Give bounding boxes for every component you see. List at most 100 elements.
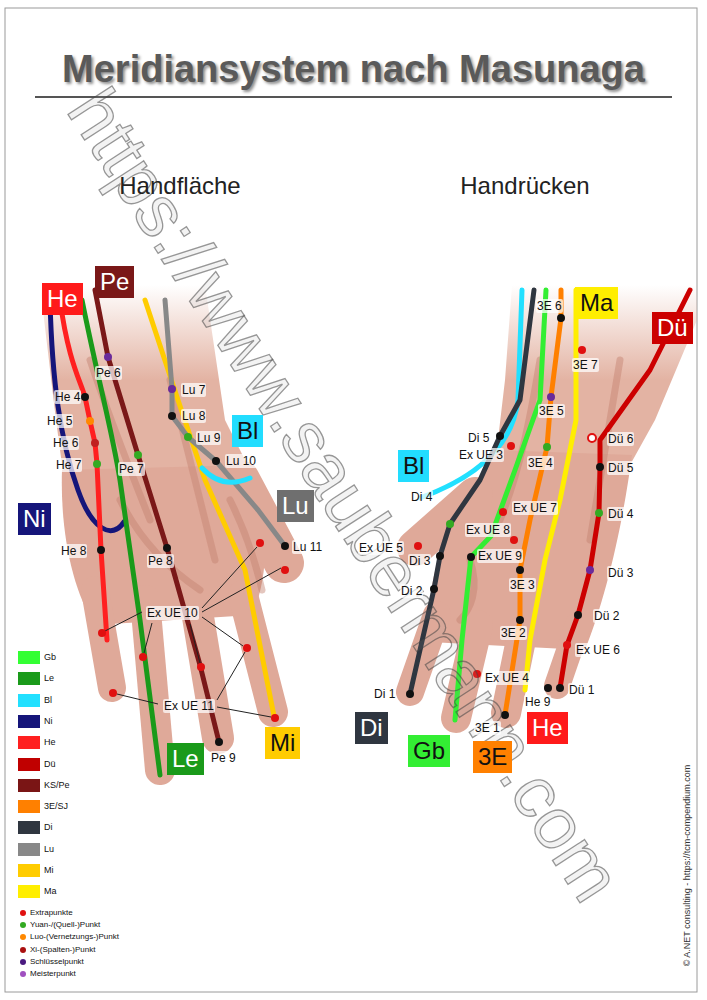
meridian-name: Ni — [23, 505, 46, 533]
meridian-name: He — [532, 714, 563, 742]
meridian-tag: Gb — [408, 735, 450, 767]
meridian-name: Le — [172, 745, 199, 773]
legend-text: Lu — [44, 843, 54, 856]
acupoint-label: He 4 — [54, 390, 81, 404]
legend-text: He — [44, 736, 56, 749]
acupoint-label: Ex UE 8 — [465, 523, 511, 537]
acupoint-label: Pe 8 — [147, 554, 174, 568]
acupoint-label: Pe 9 — [210, 751, 237, 765]
view-heading: Handfläche — [119, 172, 240, 200]
legend-swatch — [18, 694, 40, 707]
meridian-tag: Bl — [232, 415, 263, 447]
acupoint-label: Di 5 — [467, 431, 490, 445]
acupoint-label: Ex UE 4 — [484, 671, 530, 685]
legend-swatch — [18, 715, 40, 728]
acupoint-label: He 5 — [46, 414, 73, 428]
legend-dot — [20, 947, 26, 953]
meridian-name: Mi — [270, 729, 295, 757]
acupoint-label: 3E 6 — [536, 299, 563, 313]
leader-lines — [105, 547, 281, 717]
meridian-name: Di — [360, 714, 383, 742]
acupoint-label: Ex UE 9 — [477, 549, 523, 563]
acupoint-label: Ex UE 10 — [146, 606, 199, 620]
acupoint-label: Lu 7 — [181, 383, 206, 397]
acupoint-label: Ex UE 7 — [512, 501, 558, 515]
legend-swatch — [18, 864, 40, 877]
meridian-name: 3E — [478, 743, 507, 771]
legend-text: Xi-(Spalten-)Punkt — [30, 945, 95, 955]
meridian-name: He — [47, 285, 78, 313]
legend-dot — [20, 959, 26, 965]
legend-swatch — [18, 779, 40, 792]
legend-dot — [20, 971, 26, 977]
legend-swatch — [18, 885, 40, 898]
title-text: Meridiansystem nach Masunaga — [62, 46, 645, 92]
meridian-tag: Ma — [575, 287, 618, 319]
meridian-tag: 3E — [473, 741, 512, 773]
meridian-tag: Pe — [95, 266, 134, 298]
acupoint-label: Lu 11 — [292, 540, 323, 554]
meridian-tag: Ni — [18, 503, 51, 535]
meridian-name: Dü — [657, 314, 688, 342]
legend-text: Mi — [44, 864, 54, 877]
legend-text: KS/Pe — [44, 779, 70, 792]
acupoint-label: He 6 — [52, 436, 79, 450]
acupoint-label: 3E 4 — [527, 456, 554, 470]
acupoint-label: He 9 — [524, 695, 551, 709]
page-frame — [5, 8, 697, 992]
meridian-name: Ma — [580, 289, 613, 317]
acupoint-label: 3E 7 — [572, 358, 599, 372]
legend-dot — [20, 910, 26, 916]
legend-dot — [20, 922, 26, 928]
meridian-tag: He — [527, 712, 568, 744]
acupoint-label: Ex UE 5 — [358, 541, 404, 555]
legend-text: Yuan-/(Quell-)Punkt — [30, 920, 100, 930]
acupoint-label: Dü 2 — [593, 609, 620, 623]
meridian-name: Pe — [100, 268, 129, 296]
acupoint-label: 3E 1 — [474, 721, 501, 735]
legend-text: Extrapunkte — [30, 908, 73, 918]
legend-text: Ni — [44, 715, 53, 728]
acupoint-label: Ex UE 3 — [458, 448, 504, 462]
acupoint-label: Lu 10 — [225, 454, 257, 468]
acupoint-label: 3E 2 — [500, 626, 527, 640]
legend-text: Schlüsselpunkt — [30, 957, 84, 967]
legend-text: 3E/SJ — [44, 800, 68, 813]
meridian-name: Bl — [403, 452, 424, 480]
meridian-tag: Lu — [277, 490, 314, 522]
acupoint-label: Dü 6 — [607, 432, 634, 446]
legend-dot — [20, 934, 26, 940]
acupoint-label: Dü 3 — [607, 566, 634, 580]
legend-text: Di — [44, 821, 53, 834]
acupoint-label: He 7 — [55, 458, 82, 472]
legend-swatch — [18, 843, 40, 856]
meridian-tag: Le — [167, 743, 204, 775]
view-heading: Handrücken — [460, 172, 589, 200]
acupoint-label: Di 4 — [410, 490, 433, 504]
legend-text: Ma — [44, 885, 57, 898]
acupoint-label: Pe 6 — [95, 366, 122, 380]
acupoint-label: Ex UE 6 — [575, 643, 621, 657]
legend-text: Gb — [44, 651, 56, 664]
meridian-tag: Bl — [398, 450, 429, 482]
meridian-tag: Dü — [652, 312, 693, 344]
acupoint-label: Dü 5 — [607, 461, 634, 475]
legend-swatch — [18, 758, 40, 771]
legend-swatch — [18, 672, 40, 685]
legend-swatch — [18, 821, 40, 834]
acupoint-label: Di 1 — [373, 687, 396, 701]
acupoint-label: Lu 9 — [196, 431, 221, 445]
legend-text: Bl — [44, 694, 52, 707]
copyright-note: © A.NET consulting - https://tcm-compend… — [682, 764, 693, 966]
acupoint-label: 3E 5 — [538, 404, 565, 418]
acupoint-label: 3E 3 — [509, 578, 536, 592]
meridian-tag: Di — [355, 712, 388, 744]
acupoint-label: He 8 — [60, 544, 87, 558]
acupoint-label: Dü 1 — [568, 683, 595, 697]
meridian-tag: He — [42, 283, 83, 315]
legend-text: Luo-(Vernetzungs-)Punkt — [30, 932, 119, 942]
legend-text: Le — [44, 672, 54, 685]
legend-text: Dü — [44, 758, 56, 771]
acupoint-label: Lu 8 — [181, 409, 206, 423]
